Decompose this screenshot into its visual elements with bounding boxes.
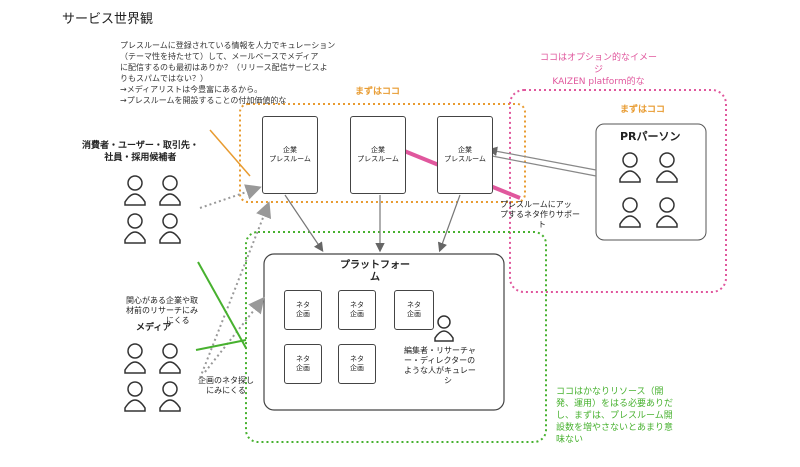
consumer-people-icons (124, 175, 181, 244)
arrow-press3-platform (437, 194, 461, 253)
resource-note: ココはかなりリソース（開 発、運用）をはる必要ありだ し、まずは、プレスルーム開… (556, 386, 673, 446)
editor-note-line: ー・ディレクターの (404, 356, 476, 365)
neta-card[interactable]: ネタ企画 (284, 344, 322, 384)
arrow-pr-press (487, 146, 597, 171)
pressroom-label: 企業 (457, 146, 472, 154)
pressroom-label: プレスルーム (444, 155, 486, 163)
editor-note-line: 編集者・リサーチャ (404, 346, 476, 355)
media-note-line: 材前のリサーチにみ (126, 306, 198, 315)
editor-note: 編集者・リサーチャ ー・ディレクターの ような人がキュレー シ (404, 346, 476, 386)
page-title: サービス世界観 (62, 12, 154, 27)
neta-label: ネタ (407, 301, 421, 309)
pink-group-border (509, 89, 727, 293)
pressroom-label: プレスルーム (357, 155, 399, 163)
note-line: に配信するのも最初はありか？（リリース配信サービスよ (120, 63, 328, 72)
pr-people-icons (619, 152, 678, 228)
note-line: プレスルームに登録されている情報を人力でキュレーション (120, 41, 336, 50)
note-line: →メディアリストは今豊富にあるから。 (120, 85, 263, 94)
green-connector-upper (197, 261, 247, 349)
editor-note-line: ような人がキュレー (404, 366, 476, 375)
pressroom-label: 企業 (370, 146, 385, 154)
platform-title: プラットフォー ム (340, 260, 410, 284)
neta-label: ネタ (350, 355, 364, 363)
pr-person-label: PRパーソン (620, 130, 681, 143)
platform-box (263, 253, 505, 411)
arrow-media-press (199, 201, 272, 379)
kikaku-note-line: 企画のネタ探し (198, 376, 254, 385)
neta-label: 企画 (407, 310, 421, 318)
pressroom-card-3[interactable]: 企業プレスルーム (437, 116, 493, 194)
arrow-press1-platform (284, 194, 324, 252)
neta-card[interactable]: ネタ企画 (338, 290, 376, 330)
neta-label: ネタ (350, 301, 364, 309)
note-line: りもスパムではない？） (120, 74, 208, 83)
neta-label: ネタ (296, 355, 310, 363)
note-line: （テーマ性を持たせて）して、メールベースでメディア (120, 52, 319, 61)
option-note: ココはオプション的なイメー ジ KAIZEN platform的な (540, 52, 657, 88)
editor-note-line: シ (444, 376, 452, 385)
arrow-pr-press-2 (491, 155, 597, 177)
curation-note: プレスルームに登録されている情報を人力でキュレーション （テーマ性を持たせて）し… (120, 40, 348, 106)
media-people-icons (124, 343, 181, 412)
support-note-line: プレスルームにアッ (500, 200, 572, 209)
neta-card[interactable]: ネタ企画 (394, 290, 434, 330)
platform-title-line: プラットフォー (340, 260, 410, 271)
kikaku-note: 企画のネタ探し にみにくる (198, 376, 254, 396)
arrow-media-platform (204, 296, 265, 373)
orange-note-connector (209, 129, 251, 177)
orange-group-border (239, 103, 526, 203)
resource-note-line: し、まずは、プレスルーム開 (556, 411, 673, 421)
arrow-consumers-press (199, 184, 262, 209)
consumers-label-line: 消費者・ユーザー・取引先・ (82, 141, 199, 151)
option-note-line: KAIZEN platform的な (552, 77, 645, 87)
consumers-label: 消費者・ユーザー・取引先・ 社員・採用候補者 (82, 140, 199, 164)
platform-title-line: ム (370, 272, 380, 283)
neta-label: ネタ (296, 301, 310, 309)
neta-label: 企画 (350, 310, 364, 318)
neta-label: 企画 (296, 364, 310, 372)
neta-card[interactable]: ネタ企画 (338, 344, 376, 384)
support-note-line: ト (538, 220, 546, 229)
resource-note-line: 発、運用）をはる必要ありだ (556, 399, 674, 409)
pressroom-card-1[interactable]: 企業プレスルーム (262, 116, 318, 194)
pressroom-label: プレスルーム (269, 155, 311, 163)
support-note-line: プするネタ作りサポー (500, 210, 580, 219)
editor-person-icon (434, 315, 454, 342)
consumers-label-line: 社員・採用候補者 (104, 153, 177, 163)
mazu-coco-label-1: まずはココ (355, 87, 401, 97)
mazu-coco-label-2: まずはココ (620, 105, 666, 115)
media-note-line: 関心がある企業や取 (126, 296, 198, 305)
neta-card[interactable]: ネタ企画 (284, 290, 322, 330)
pressroom-card-2[interactable]: 企業プレスルーム (350, 116, 406, 194)
option-note-line: ココはオプション的なイメー (540, 53, 658, 63)
resource-note-line: 味ない (556, 435, 584, 445)
note-line: →プレスルームを開設することの付加価値的な (120, 96, 287, 105)
media-label: メディア (136, 323, 172, 333)
resource-note-line: 設数を増やさないとあまり意 (556, 423, 674, 433)
media-interest-note: 関心がある企業や取 材前のリサーチにみ にくる (126, 296, 198, 326)
green-connector-lower (195, 339, 247, 351)
pr-person-box (595, 123, 707, 241)
support-note: プレスルームにアッ プするネタ作りサポー ト (500, 200, 580, 230)
resource-note-line: ココはかなりリソース（開 (556, 387, 664, 397)
neta-label: 企画 (296, 310, 310, 318)
option-note-line: ジ (594, 65, 604, 75)
media-note-line: にくる (166, 316, 190, 325)
kikaku-note-line: にみにくる (206, 386, 246, 395)
pressroom-label: 企業 (282, 146, 297, 154)
neta-label: 企画 (350, 364, 364, 372)
